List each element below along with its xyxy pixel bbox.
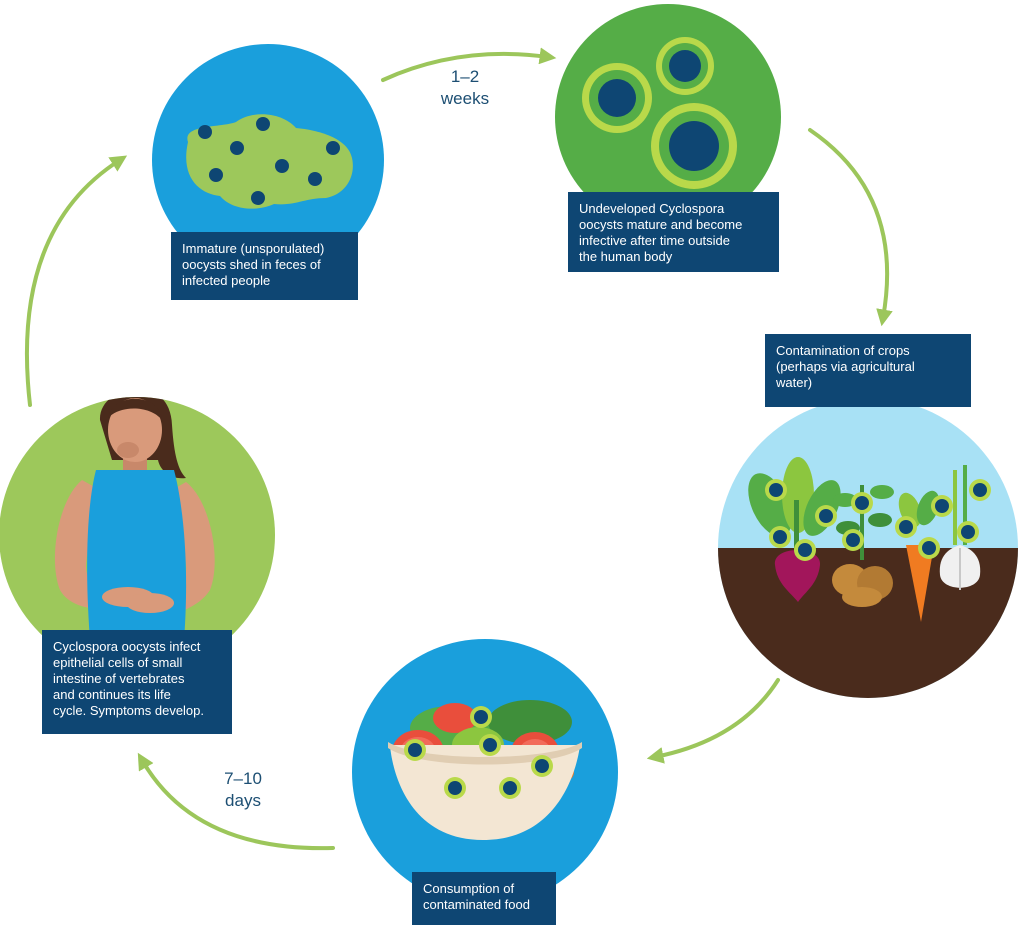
stage-label-crops: Contamination of crops (perhaps via agri…	[765, 334, 971, 407]
salad-bowl-icon	[352, 639, 618, 905]
cycle-arrow-infection-to-shed	[24, 155, 128, 407]
cycle-arrow-mature-to-crops	[808, 128, 893, 327]
sporulated-oocysts-icon	[555, 4, 781, 230]
stage-label-food: Consumption of contaminated food	[412, 872, 556, 925]
sick-woman-icon	[0, 397, 275, 673]
stage-label-infection: Cyclospora oocysts infect epithelial cel…	[42, 630, 232, 734]
feces-oocysts-icon	[152, 44, 384, 276]
stage-label-shed-text: Immature (unsporulated) oocysts shed in …	[182, 241, 325, 288]
cycle-arrow-shed-to-mature	[381, 47, 557, 82]
cycle-arrow-food-to-infection	[137, 752, 335, 851]
duration-maturation: 1–2 weeks	[440, 67, 490, 108]
stage-label-crops-text: Contamination of crops (perhaps via agri…	[776, 343, 915, 390]
stage-label-mature: Undeveloped Cyclospora oocysts mature an…	[568, 192, 779, 272]
stage-label-mature-text: Undeveloped Cyclospora oocysts mature an…	[579, 201, 743, 264]
stage-label-food-text: Consumption of contaminated food	[423, 881, 530, 912]
cycle-arrow-crops-to-food	[646, 678, 780, 764]
stage-label-infection-text: Cyclospora oocysts infect epithelial cel…	[53, 639, 205, 718]
duration-incubation: 7–10 days	[224, 769, 262, 810]
stage-label-shed: Immature (unsporulated) oocysts shed in …	[171, 232, 358, 300]
vegetables-in-soil-icon	[718, 398, 1018, 698]
